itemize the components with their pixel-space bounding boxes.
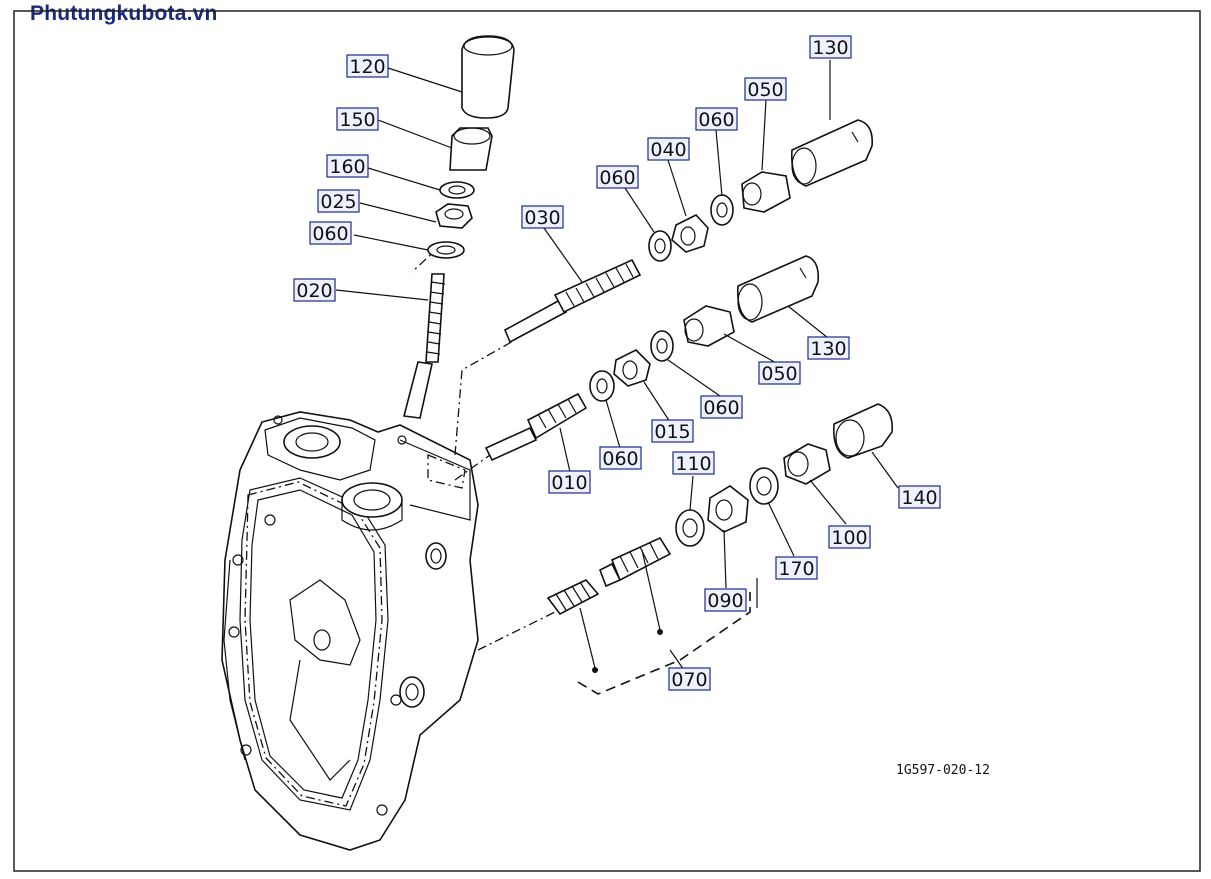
leader-lines bbox=[335, 60, 899, 671]
callout-110[interactable]: 110 bbox=[672, 451, 715, 475]
callout-130-upper[interactable]: 130 bbox=[809, 35, 852, 59]
svg-text:030: 030 bbox=[524, 207, 560, 229]
callout-050-upper[interactable]: 050 bbox=[744, 77, 787, 101]
callout-060-upper-b[interactable]: 060 bbox=[695, 107, 738, 131]
diagram-frame bbox=[13, 10, 1201, 872]
svg-text:060: 060 bbox=[602, 448, 638, 470]
svg-text:040: 040 bbox=[650, 139, 686, 161]
site-watermark: Phutungkubota.vn bbox=[30, 2, 218, 25]
svg-text:060: 060 bbox=[703, 397, 739, 419]
svg-text:130: 130 bbox=[810, 338, 846, 360]
svg-text:010: 010 bbox=[551, 472, 587, 494]
part-callouts: 120 150 160 025 060 020 030 060 040 060 … bbox=[293, 35, 941, 691]
svg-text:060: 060 bbox=[698, 109, 734, 131]
callout-130-middle[interactable]: 130 bbox=[807, 336, 850, 360]
drawing-code: 1G597-020-12 bbox=[896, 763, 990, 778]
svg-text:140: 140 bbox=[901, 487, 937, 509]
callout-140[interactable]: 140 bbox=[898, 485, 941, 509]
svg-text:020: 020 bbox=[296, 280, 332, 302]
callout-010[interactable]: 010 bbox=[548, 470, 591, 494]
svg-text:100: 100 bbox=[831, 527, 867, 549]
svg-text:160: 160 bbox=[329, 156, 365, 178]
svg-text:060: 060 bbox=[312, 223, 348, 245]
lower-valve-stack bbox=[546, 403, 894, 695]
callout-050-middle[interactable]: 050 bbox=[758, 361, 801, 385]
callout-120[interactable]: 120 bbox=[346, 54, 389, 78]
callout-040[interactable]: 040 bbox=[647, 137, 690, 161]
callout-060-middle-a[interactable]: 060 bbox=[700, 395, 743, 419]
callout-020[interactable]: 020 bbox=[293, 278, 336, 302]
callout-170[interactable]: 170 bbox=[775, 556, 818, 580]
svg-text:070: 070 bbox=[671, 669, 707, 691]
svg-text:130: 130 bbox=[812, 37, 848, 59]
svg-text:050: 050 bbox=[761, 363, 797, 385]
callout-060-vertical[interactable]: 060 bbox=[309, 221, 352, 245]
upper-valve-stack bbox=[503, 119, 874, 344]
callout-030[interactable]: 030 bbox=[521, 205, 564, 229]
svg-text:150: 150 bbox=[339, 109, 375, 131]
callout-070[interactable]: 070 bbox=[668, 667, 711, 691]
callout-060-upper-a[interactable]: 060 bbox=[596, 165, 639, 189]
valve-housing bbox=[221, 411, 479, 851]
vertical-pilot-stack bbox=[402, 35, 515, 419]
callout-160[interactable]: 160 bbox=[326, 154, 369, 178]
callout-025[interactable]: 025 bbox=[317, 189, 360, 213]
svg-text:025: 025 bbox=[320, 191, 356, 213]
svg-text:060: 060 bbox=[599, 167, 635, 189]
callout-060-middle-b[interactable]: 060 bbox=[599, 446, 642, 470]
svg-text:050: 050 bbox=[747, 79, 783, 101]
svg-text:170: 170 bbox=[778, 558, 814, 580]
svg-text:090: 090 bbox=[707, 590, 743, 612]
callout-090[interactable]: 090 bbox=[704, 588, 747, 612]
callout-100[interactable]: 100 bbox=[828, 525, 871, 549]
middle-valve-stack bbox=[484, 255, 820, 462]
svg-text:015: 015 bbox=[654, 421, 690, 443]
svg-text:110: 110 bbox=[675, 453, 711, 475]
callout-015[interactable]: 015 bbox=[651, 419, 694, 443]
svg-text:120: 120 bbox=[349, 56, 385, 78]
callout-150[interactable]: 150 bbox=[336, 107, 379, 131]
